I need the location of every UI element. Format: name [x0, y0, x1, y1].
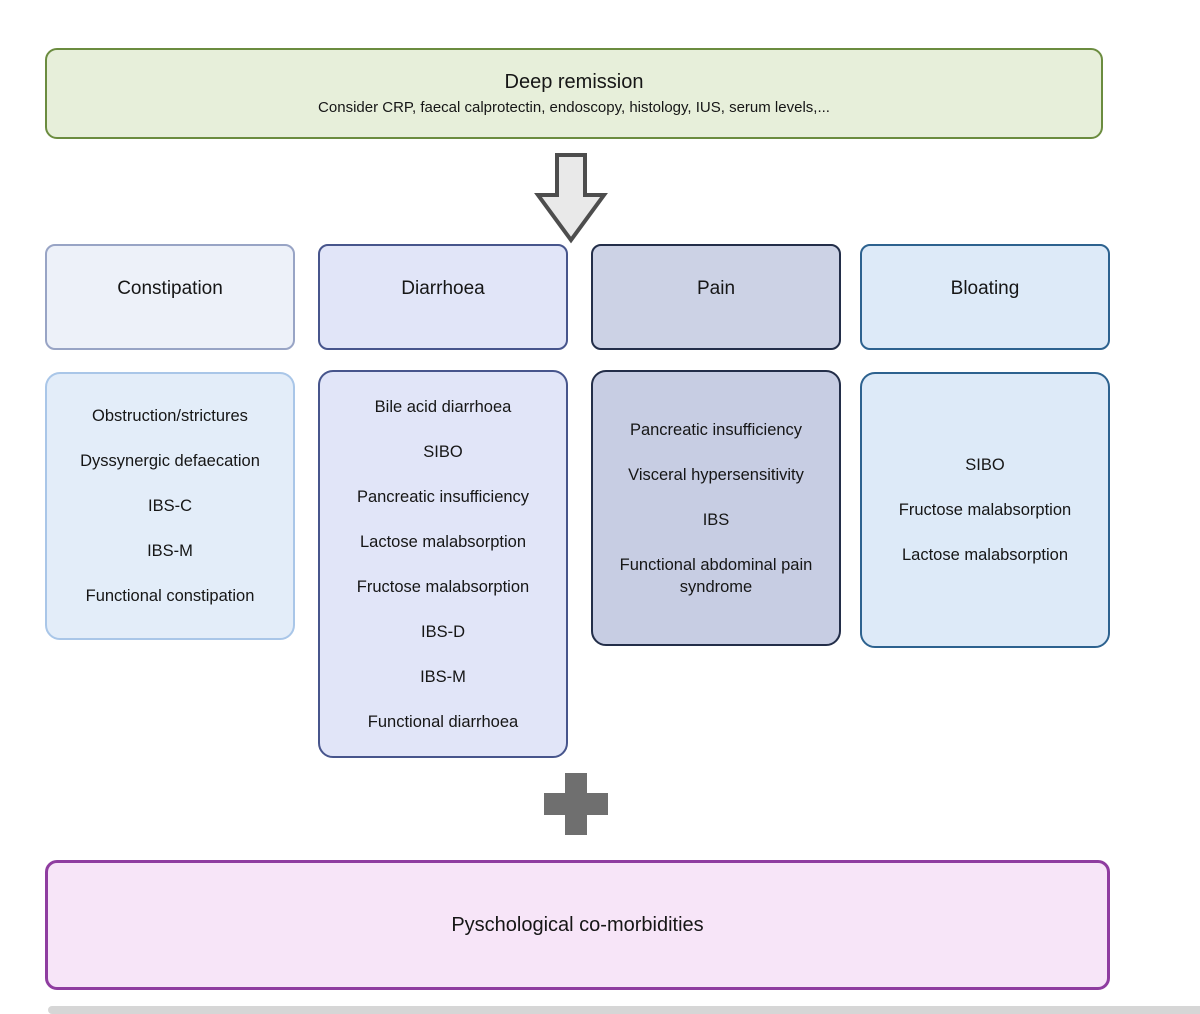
constipation-list: Obstruction/strictures Dyssynergic defae… [45, 372, 295, 640]
psych-comorbidities-box: Pyschological co-morbidities [45, 860, 1110, 990]
list-item: Functional abdominal pain syndrome [619, 555, 813, 596]
down-arrow-icon [531, 152, 611, 244]
list-item: IBS-M [420, 667, 466, 686]
deep-remission-box: Deep remission Consider CRP, faecal calp… [45, 48, 1103, 139]
list-item: Dyssynergic defaecation [80, 452, 260, 470]
list-item: Fructose malabsorption [356, 577, 530, 596]
list-item: IBS-M [147, 542, 193, 560]
list-item: IBS-C [147, 497, 192, 515]
bloating-list: SIBO Fructose malabsorption Lactose mala… [860, 372, 1110, 648]
pain-list: Pancreatic insufficiency Visceral hypers… [591, 370, 841, 646]
column-header-pain: Pain [591, 244, 841, 350]
plus-icon [544, 773, 608, 835]
column-header-diarrhoea: Diarrhoea [318, 244, 568, 350]
bottom-edge-strip [48, 1006, 1200, 1014]
column-header-bloating: Bloating [860, 244, 1110, 350]
list-item: Obstruction/strictures [92, 407, 248, 425]
deep-remission-title: Deep remission [504, 71, 644, 93]
list-item: Lactose malabsorption [901, 546, 1068, 564]
column-header-constipation: Constipation [45, 244, 295, 350]
deep-remission-subtitle: Consider CRP, faecal calprotectin, endos… [318, 99, 830, 116]
psych-comorbidities-label: Pyschological co-morbidities [451, 913, 704, 936]
list-item: Visceral hypersensitivity [628, 465, 804, 484]
list-item: IBS-D [420, 622, 465, 641]
list-item: Pancreatic insufficiency [629, 420, 803, 439]
list-item: Fructose malabsorption [898, 501, 1072, 519]
list-item: Functional diarrhoea [367, 712, 519, 731]
list-item: Lactose malabsorption [359, 532, 526, 551]
diarrhoea-list: Bile acid diarrhoea SIBO Pancreatic insu… [318, 370, 568, 758]
list-item: SIBO [965, 456, 1005, 474]
list-item: SIBO [423, 442, 463, 461]
list-item: Pancreatic insufficiency [356, 487, 530, 506]
list-item: Functional constipation [85, 587, 255, 605]
list-item: Bile acid diarrhoea [374, 397, 512, 416]
list-item: IBS [702, 510, 730, 529]
